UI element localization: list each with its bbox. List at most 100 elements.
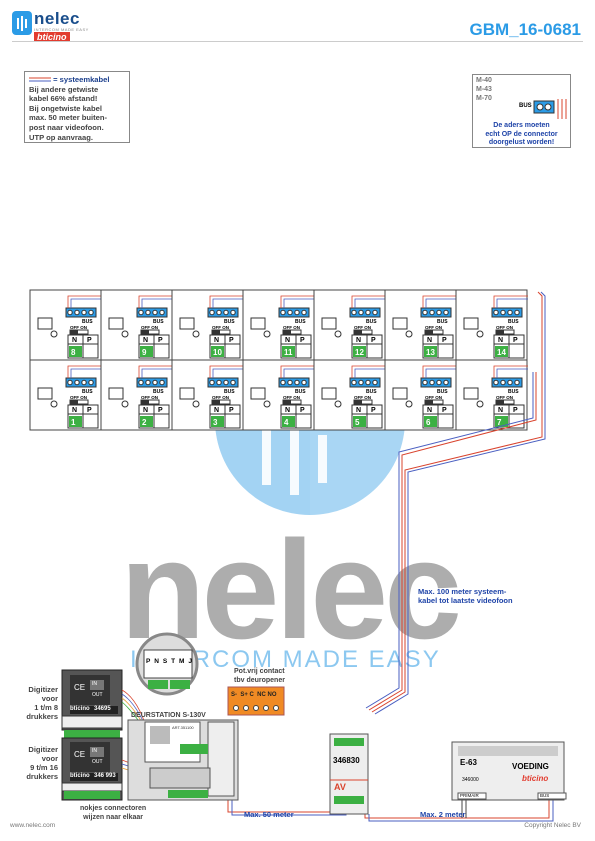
- e63-label: E-63: [460, 758, 477, 767]
- videophone-button-icon: [263, 400, 271, 408]
- digitizer-2-out: OUT: [92, 759, 103, 765]
- connector-screw: [67, 379, 73, 386]
- address-number: 11: [284, 348, 293, 357]
- label-line: nokjes connectoren: [80, 805, 147, 812]
- model-label: M-70: [476, 95, 492, 102]
- dip-switch-knob: [496, 330, 504, 334]
- bus-wire: [496, 368, 528, 378]
- bus-wire: [493, 365, 528, 378]
- digitizer-2-code: 346 993: [94, 773, 116, 779]
- bus-note-line: De aders moeten: [493, 122, 550, 129]
- videophone-button-icon: [334, 330, 342, 338]
- n-label: N: [214, 337, 219, 344]
- address-badge: [495, 416, 508, 427]
- connector-screw: [358, 379, 364, 386]
- max100-label: Max. 100 meter systeem- kabel tot laatst…: [418, 587, 513, 605]
- bus-wire: [67, 295, 102, 308]
- address-badge: [424, 346, 437, 357]
- connector-screw: [294, 309, 300, 316]
- bus-connector-icon: [533, 99, 567, 119]
- videophone-button-icon: [50, 400, 58, 408]
- dip-switch-knob: [354, 400, 362, 404]
- connector-screw: [429, 309, 435, 316]
- videophone-screen-icon: [392, 317, 408, 330]
- connector-screw: [507, 379, 513, 386]
- label-line: Max. 100 meter systeem-: [418, 587, 507, 596]
- bus-wire: [496, 298, 528, 308]
- bus-wire: [212, 368, 244, 378]
- cable-icon: [29, 77, 51, 82]
- address-number: 7: [497, 418, 502, 427]
- connector-screw: [514, 379, 520, 386]
- bus-connector: [278, 307, 310, 318]
- bus-label: BUS: [366, 389, 377, 395]
- videophone-screen-icon: [463, 317, 479, 330]
- cable-legend-label: = systeemkabel: [53, 75, 110, 84]
- pin-label: N: [154, 658, 159, 665]
- bus-wire: [141, 368, 173, 378]
- bus-wire: [283, 298, 315, 308]
- bus-label: BUS: [153, 319, 164, 325]
- switch-label: OFF ON: [354, 395, 371, 400]
- bus-connector: [491, 307, 523, 318]
- connector-screw: [209, 379, 215, 386]
- address-number: 13: [426, 348, 435, 357]
- bus-wire: [351, 365, 386, 378]
- bus-connector: [207, 307, 239, 318]
- p-label: P: [442, 407, 447, 414]
- dip-switch-knob: [425, 400, 433, 404]
- connector-screw: [223, 379, 229, 386]
- bus-label: BUS: [437, 389, 448, 395]
- voeding-code: 346000: [462, 777, 479, 783]
- digitizer-2-label: Digitizer voor 9 t/m 16 drukkers: [12, 745, 58, 781]
- relay-pins: S- S+ C NC NO: [231, 692, 277, 698]
- label-line: voor: [41, 694, 58, 703]
- videophone-button-icon: [263, 330, 271, 338]
- pin-label: J: [188, 658, 192, 665]
- address-number: 1: [71, 418, 76, 427]
- address-badge: [140, 346, 153, 357]
- bus-wire: [422, 365, 457, 378]
- videophone-button-icon: [405, 330, 413, 338]
- label-line: voor: [41, 754, 58, 763]
- bus-wire: [209, 295, 244, 308]
- p-label: P: [229, 337, 234, 344]
- address-badge: [211, 416, 224, 427]
- dip-switch-knob: [212, 330, 220, 334]
- connector-screw: [280, 379, 286, 386]
- connector-screw: [514, 309, 520, 316]
- bus-label: BUS: [224, 319, 235, 325]
- pinout: P N S T M J: [146, 658, 192, 665]
- videophone-screen-icon: [108, 317, 124, 330]
- connector-screw: [145, 309, 151, 316]
- connector-screw: [493, 309, 499, 316]
- n-label: N: [214, 407, 219, 414]
- switch-label: OFF ON: [496, 325, 513, 330]
- connector-screw: [152, 309, 158, 316]
- switch-label: OFF ON: [212, 395, 229, 400]
- bus-note-text: De aders moeten echt OP de connector doo…: [473, 122, 570, 148]
- logo-tagline: INTERCOM MADE EASY: [34, 27, 89, 32]
- bus-label: BUS: [508, 389, 519, 395]
- connector-screw: [159, 309, 165, 316]
- connector-screw: [301, 309, 307, 316]
- connector-screw: [358, 309, 364, 316]
- n-label: N: [143, 337, 148, 344]
- label-line: Pot.vrij contact: [234, 668, 285, 675]
- dip-switch-knob: [283, 400, 291, 404]
- label-line: Digitizer: [28, 745, 58, 754]
- connector-screw: [230, 379, 236, 386]
- n-label: N: [72, 337, 77, 344]
- connector-screw: [88, 379, 94, 386]
- label-line: drukkers: [26, 712, 58, 721]
- dip-switch-knob: [212, 400, 220, 404]
- bus-label: BUS: [295, 319, 306, 325]
- pin-label: M: [179, 658, 185, 665]
- connector-screw: [372, 379, 378, 386]
- address-badge: [140, 416, 153, 427]
- p-label: P: [513, 337, 518, 344]
- dip-switch-knob: [425, 330, 433, 334]
- max50-label: Max. 50 meter: [244, 810, 294, 819]
- bus-wire: [280, 295, 315, 308]
- voeding-brand: bticino: [522, 774, 549, 783]
